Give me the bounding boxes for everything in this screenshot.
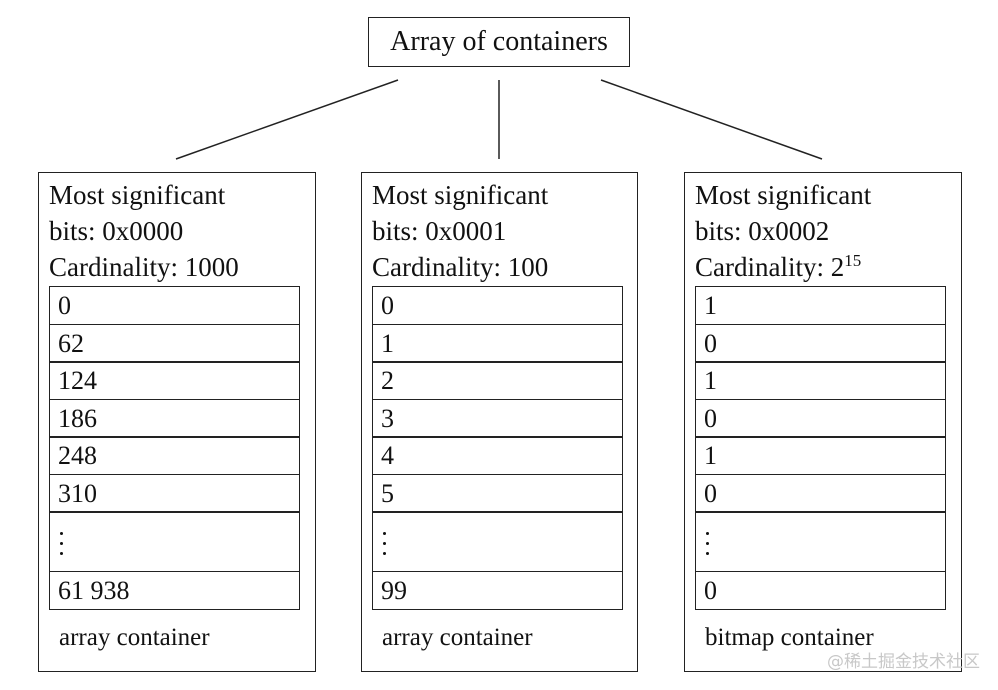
header-line-2: bits: 0x0001 bbox=[372, 216, 507, 246]
vertical-ellipsis-icon bbox=[383, 532, 387, 562]
value-cell: 124 bbox=[49, 361, 300, 400]
value-cell: 4 bbox=[372, 436, 623, 475]
value-cells: 0 1 2 3 4 5 99 bbox=[372, 286, 623, 610]
last-value-cell: 99 bbox=[372, 570, 623, 610]
cardinality-label: Cardinality: 2 bbox=[695, 252, 845, 282]
bit-cell: 1 bbox=[695, 436, 946, 475]
container-0x0000: Most significant bits: 0x0000 Cardinalit… bbox=[38, 172, 316, 672]
value-cell: 3 bbox=[372, 398, 623, 438]
cardinality-label: Cardinality: 100 bbox=[372, 252, 549, 282]
container-0x0002: Most significant bits: 0x0002 Cardinalit… bbox=[684, 172, 962, 672]
value-cell: 62 bbox=[49, 323, 300, 363]
cardinality: Cardinality: 100 bbox=[372, 249, 548, 289]
ellipsis-cell bbox=[695, 511, 946, 572]
connector-line-left bbox=[175, 79, 399, 160]
container-header: Most significant bits: 0x0001 Cardinalit… bbox=[372, 177, 548, 289]
value-cell: 310 bbox=[49, 473, 300, 513]
cardinality: Cardinality: 215 bbox=[695, 249, 871, 289]
value-cell: 248 bbox=[49, 436, 300, 475]
cardinality-exponent: 15 bbox=[844, 251, 862, 270]
last-value-cell: 61 938 bbox=[49, 570, 300, 610]
value-cell: 186 bbox=[49, 398, 300, 438]
value-cells: 0 62 124 186 248 310 61 938 bbox=[49, 286, 300, 610]
value-cell: 0 bbox=[372, 286, 623, 325]
container-header: Most significant bits: 0x0002 Cardinalit… bbox=[695, 177, 871, 289]
vertical-ellipsis-icon bbox=[706, 532, 710, 562]
container-0x0001: Most significant bits: 0x0001 Cardinalit… bbox=[361, 172, 638, 672]
bit-cell: 1 bbox=[695, 286, 946, 325]
container-type-caption: array container bbox=[59, 624, 210, 651]
value-cell: 5 bbox=[372, 473, 623, 513]
ellipsis-cell bbox=[49, 511, 300, 572]
bit-cell: 1 bbox=[695, 361, 946, 400]
watermark: @稀土掘金技术社区 bbox=[827, 652, 980, 672]
value-cell: 1 bbox=[372, 323, 623, 363]
bit-cell: 0 bbox=[695, 473, 946, 513]
cardinality-label: Cardinality: 1000 bbox=[49, 252, 239, 282]
value-cell: 0 bbox=[49, 286, 300, 325]
value-cell: 2 bbox=[372, 361, 623, 400]
array-of-containers-box: Array of containers bbox=[368, 17, 630, 67]
ellipsis-cell bbox=[372, 511, 623, 572]
header-line-1: Most significant bbox=[372, 180, 549, 210]
container-header: Most significant bits: 0x0000 Cardinalit… bbox=[49, 177, 239, 289]
header-line-1: Most significant bbox=[49, 180, 226, 210]
array-of-containers-label: Array of containers bbox=[390, 26, 608, 57]
vertical-ellipsis-icon bbox=[60, 532, 64, 562]
connector-line-right bbox=[600, 79, 823, 160]
bit-cell: 0 bbox=[695, 398, 946, 438]
header-line-2: bits: 0x0000 bbox=[49, 216, 184, 246]
value-cells: 1 0 1 0 1 0 0 bbox=[695, 286, 946, 610]
header-line-1: Most significant bbox=[695, 180, 872, 210]
cardinality: Cardinality: 1000 bbox=[49, 249, 239, 289]
bit-cell: 0 bbox=[695, 323, 946, 363]
container-type-caption: array container bbox=[382, 624, 533, 651]
last-bit-cell: 0 bbox=[695, 570, 946, 610]
container-type-caption: bitmap container bbox=[705, 624, 874, 651]
header-line-2: bits: 0x0002 bbox=[695, 216, 830, 246]
